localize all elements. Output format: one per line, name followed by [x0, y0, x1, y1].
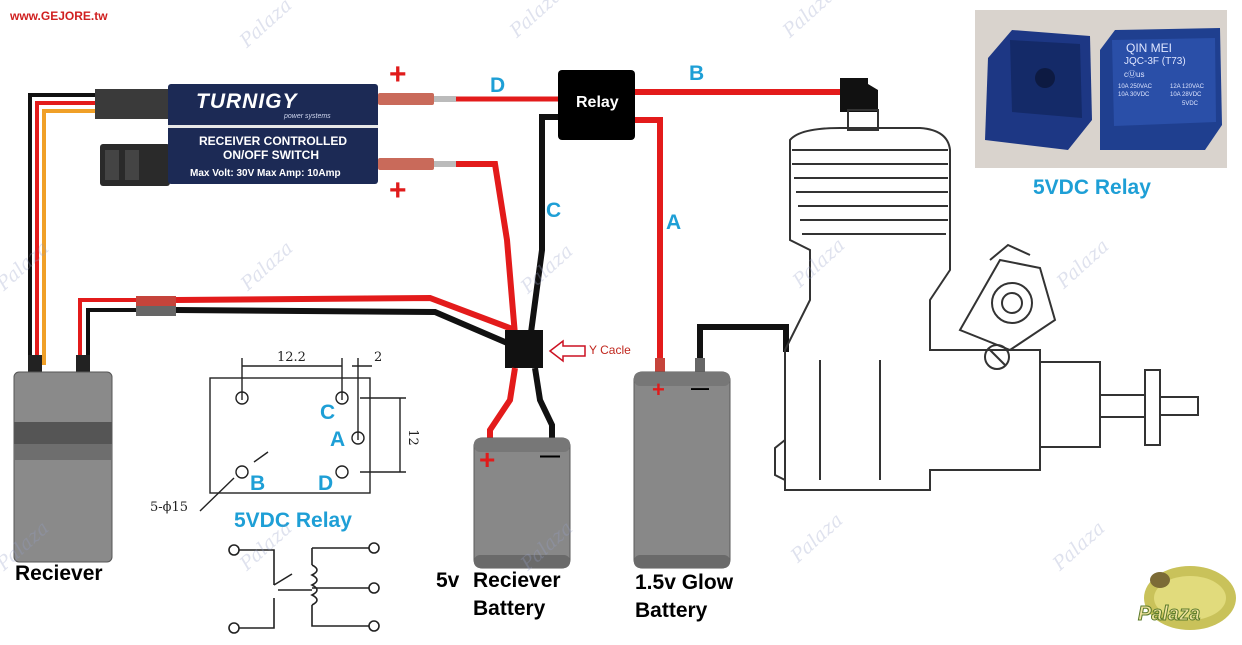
receiver-power-lead [136, 294, 517, 348]
receiver-battery-body [473, 437, 571, 569]
receiver-leads [28, 93, 175, 365]
glow-battery-minus: — [691, 378, 709, 398]
receiver-battery-line1: Reciever [473, 569, 561, 592]
relay-box [558, 70, 635, 140]
glow-battery-plus: + [652, 377, 665, 402]
y-cable-label: Y Cacle [589, 343, 631, 357]
glow-battery-line1: 1.5v Glow [635, 571, 734, 594]
y-cable-joint [505, 330, 543, 368]
wire-c [527, 114, 560, 341]
relay-photo-rating-1b: 10A 30VDC [1118, 92, 1150, 98]
relay-drawing-caption: 5VDC Relay [234, 509, 352, 532]
relay-dim-height: 12 [404, 429, 420, 446]
relay-pin-b: B [250, 472, 266, 495]
wire-a-label: A [666, 211, 682, 234]
relay-photo [975, 10, 1227, 168]
receiver-battery-minus: — [540, 445, 560, 467]
switch-line1: RECEIVER CONTROLLED [199, 134, 348, 148]
switch-specs: Max Volt: 30V Max Amp: 10Amp [190, 168, 341, 179]
relay-box-label: Relay [576, 94, 619, 111]
turnigy-switch [95, 84, 378, 186]
palaza-logo-graphic [1144, 566, 1236, 630]
relay-dim-width: 12.2 [277, 350, 306, 365]
glow-battery-body [633, 371, 731, 569]
relay-photo-rating-2b: 10A 28VDC [1170, 92, 1202, 98]
relay-dim-gap: 2 [374, 350, 383, 365]
switch-brand: TURNIGY [196, 90, 298, 113]
relay-photo-rating-1a: 10A 250VAC [1118, 84, 1152, 90]
relay-photo-brand: QIN MEI [1126, 41, 1173, 55]
relay-pin-d: D [318, 472, 334, 495]
wire-d-label: D [490, 74, 506, 97]
y-to-batt-black [532, 367, 555, 440]
relay-schematic [228, 542, 380, 634]
glow-ground-wire [697, 324, 789, 373]
relay-photo-caption: 5VDC Relay [1033, 176, 1151, 199]
relay-photo-rating-2a: 12A 120VAC [1170, 84, 1204, 90]
relay-photo-coil: 5VDC [1182, 101, 1199, 107]
glow-batt-plus-terminal [655, 358, 665, 373]
source-url: www.GEJORE.tw [10, 9, 108, 23]
receiver-label: Reciever [15, 562, 103, 585]
y-to-batt-red [487, 367, 518, 440]
palaza-logo-text: Palaza [1137, 603, 1201, 626]
wire-d [378, 93, 560, 105]
wire-c-label: C [546, 199, 562, 222]
glow-engine [774, 109, 1199, 491]
relay-pin-c: C [320, 401, 336, 424]
receiver-battery-voltage: 5v [436, 569, 460, 592]
relay-hole-spec: 5-ϕ15 [150, 500, 189, 515]
wire-a [633, 117, 663, 360]
wire-b-label: B [689, 62, 705, 85]
relay-photo-cert: cⓊus [1124, 70, 1145, 79]
glow-clip [840, 78, 878, 112]
wire-red-to-y [378, 158, 518, 336]
receiver-body [13, 355, 113, 563]
glow-battery-line2: Battery [635, 599, 708, 622]
switch-plus-top: + [389, 58, 407, 91]
y-cable-arrow [548, 339, 586, 363]
receiver-battery-line2: Battery [473, 597, 546, 620]
relay-dimension-drawing [199, 358, 406, 512]
switch-line2: ON/OFF SWITCH [223, 148, 319, 162]
switch-tagline: power systems [284, 113, 331, 120]
receiver-battery-plus: + [479, 444, 496, 475]
switch-plus-bottom: + [389, 174, 407, 207]
glow-batt-minus-terminal [695, 358, 705, 373]
relay-photo-model: JQC-3F (T73) [1124, 56, 1186, 67]
relay-pin-a: A [330, 428, 346, 451]
